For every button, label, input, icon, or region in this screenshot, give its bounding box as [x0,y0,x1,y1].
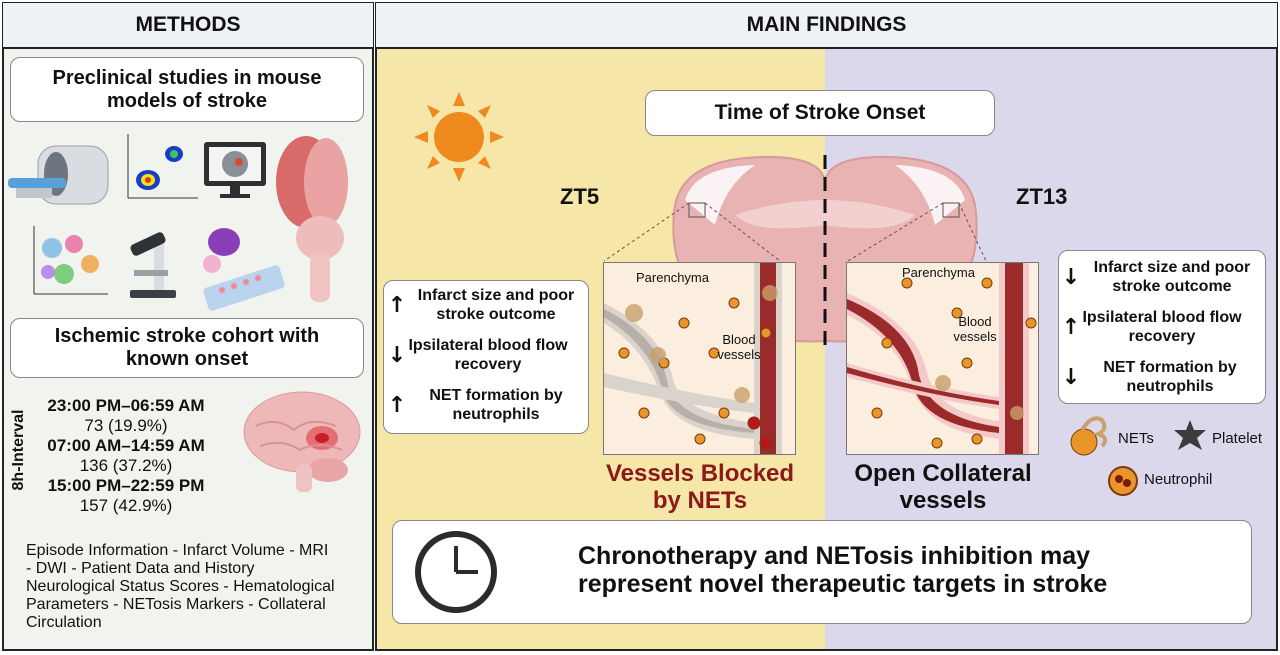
neutrophil-plate-icon [203,228,285,311]
up-arrow-icon: ↑ [387,392,407,418]
cohort-title: Ischemic stroke cohort with known onset [10,318,364,378]
interval-time-2: 07:00 AM–14:59 AM [47,436,205,455]
night-effects-card [1058,250,1266,404]
day-effect-2: ↓ Ipsilateral blood flow recovery [386,336,586,374]
night-effect-2: ↑ Ipsilateral blood flow recovery [1060,308,1264,346]
night-effect-1-text: Infarct size and poor stroke outcome [1093,259,1251,295]
sun-icon [414,92,504,182]
clinical-variables: Episode Information - Infarct Volume - M… [26,542,335,631]
day-effects-card [383,280,589,434]
day-label: ZT5 [560,184,600,209]
down-arrow-icon: ↓ [1061,264,1081,290]
vessels-label-day: Blood vessels [717,332,761,362]
open-vessels-panel [846,262,1039,455]
interval-count-2: 136 (37.2%) [79,456,173,475]
day-caption: Vessels Blocked by NETs [605,460,795,514]
interval-list: 23:00 PM–06:59 AM 73 (19.9%) 07:00 AM–14… [26,396,226,516]
open-vessels-illustration [847,263,1037,454]
legend-nets-label: NETs [1118,430,1154,447]
monitor-icon [204,142,266,198]
blocked-vessels-illustration [604,263,782,454]
up-arrow-icon: ↑ [387,292,407,318]
conclusion-box [392,520,1252,624]
tsne-plot-icon [33,226,108,295]
interval-count-1: 73 (19.9%) [84,416,168,435]
parenchyma-label-day: Parenchyma [636,270,709,285]
night-effect-1: ↓ Infarct size and poor stroke outcome [1060,258,1264,296]
vessels-label-night: Blood vessels [953,314,997,344]
preclinical-title: Preclinical studies in mouse models of s… [10,57,364,122]
moon-icon [1140,98,1178,184]
night-caption: Open Collateral vessels [854,460,1032,514]
interval-time-3: 15:00 PM–22:59 PM [47,476,205,495]
day-effect-1: ↑ Infarct size and poor stroke outcome [386,286,586,324]
flow-cytometry-icon [127,134,198,199]
blocked-vessels-panel [603,262,796,455]
night-effect-3: ↓ NET formation by neutrophils [1060,358,1264,396]
legend-platelet-label: Platelet [1212,430,1263,447]
methods-header: METHODS [3,3,373,49]
night-effect-2-text: Ipsilateral blood flow recovery [1082,309,1242,345]
neutrophil-legend-icon [1108,466,1138,496]
day-effect-3: ↑ NET formation by neutrophils [386,386,586,424]
interval-time-1: 23:00 PM–06:59 AM [47,396,205,415]
night-effect-3-text: NET formation by neutrophils [1103,359,1237,395]
clock-icon [415,531,497,613]
down-arrow-icon: ↓ [387,342,407,368]
findings-header: MAIN FINDINGS [376,3,1277,49]
interval-count-3: 157 (42.9%) [79,496,173,515]
up-arrow-icon: ↑ [1061,314,1081,340]
parenchyma-label-night: Parenchyma [902,265,975,280]
day-effect-2-text: Ipsilateral blood flow recovery [408,337,568,373]
day-effect-1-text: Infarct size and poor stroke outcome [417,287,575,323]
microscope-icon [130,232,176,298]
legend-neutrophil-label: Neutrophil [1144,471,1213,488]
zoom-lines [603,202,987,262]
night-label: ZT13 [1016,184,1068,209]
human-brain-icon [243,391,361,492]
conclusion-text: Chronotherapy and NETosis inhibition may… [578,542,1108,598]
mri-scanner-icon [8,145,109,205]
onset-title: Time of Stroke Onset [645,90,995,136]
nets-legend-icon [1070,416,1108,456]
platelet-legend-icon [1174,420,1206,450]
preclinical-illustrations [8,134,348,311]
down-arrow-icon: ↓ [1061,364,1081,390]
day-effect-3-text: NET formation by neutrophils [429,387,563,423]
mouse-brain-icon [276,136,348,302]
